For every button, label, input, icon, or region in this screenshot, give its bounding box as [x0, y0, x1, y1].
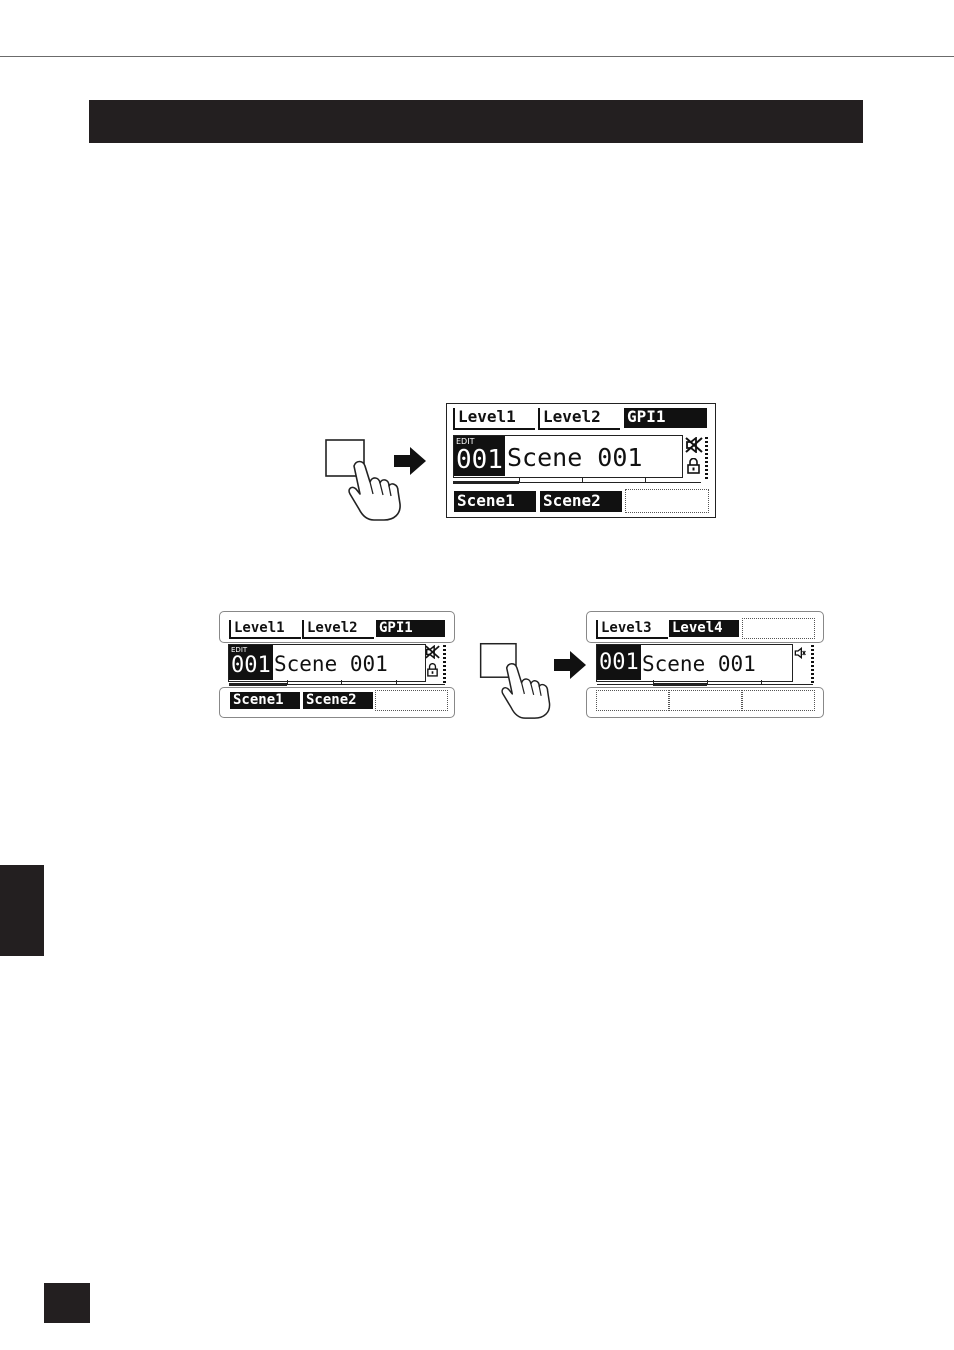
mute-icon	[685, 437, 703, 453]
scene-name: Scene 001	[507, 443, 643, 472]
highlight-top-row	[586, 611, 824, 643]
chapter-side-tab	[0, 865, 44, 956]
button-label: Scene2	[306, 692, 357, 708]
tab-label: Level4	[672, 620, 723, 636]
tab-level2: Level2	[302, 620, 374, 639]
button-empty	[596, 690, 669, 711]
lcd-screen-after: Level3 Level4 001 Scene 001	[586, 611, 826, 719]
lock-icon	[687, 458, 700, 474]
scene-number-block: EDIT 001	[454, 436, 505, 476]
button-scene2: Scene2	[540, 491, 622, 512]
lock-icon	[427, 663, 438, 677]
scene-number: 001	[599, 650, 639, 675]
scene-number-block: 001	[597, 645, 641, 680]
scroll-rule	[229, 684, 445, 685]
tick	[341, 680, 342, 685]
highlight-bottom-row	[219, 687, 455, 718]
tab-level1: Level1	[453, 408, 535, 430]
tab-label: Level3	[601, 620, 652, 636]
scene-name: Scene 001	[642, 652, 756, 676]
section-header-bar	[89, 100, 863, 143]
button-empty	[375, 690, 448, 711]
scroll-position	[653, 683, 707, 686]
tab-label: Level2	[543, 407, 601, 426]
mute-icon	[425, 645, 440, 659]
highlight-bottom-row	[586, 687, 824, 718]
button-scene1: Scene1	[230, 692, 300, 709]
button-scene1: Scene1	[454, 491, 536, 512]
level-meter	[443, 645, 446, 683]
tab-label: GPI1	[627, 407, 666, 426]
tab-gpi1: GPI1	[624, 408, 707, 428]
level-meter	[811, 645, 814, 683]
tick	[761, 680, 762, 685]
tick	[519, 478, 520, 483]
edit-tag: EDIT	[231, 646, 248, 654]
scene-number: 001	[231, 653, 271, 678]
tick	[287, 680, 288, 685]
tab-label: Level1	[234, 620, 285, 636]
hand-press-icon	[325, 439, 401, 521]
tick	[582, 478, 583, 483]
tab-level2: Level2	[538, 408, 620, 430]
lcd-screen-before: Level1 Level2 GPI1 EDIT 001 Scene 001 Sc…	[219, 611, 457, 719]
tick	[707, 680, 708, 685]
tick	[653, 680, 654, 685]
button-empty	[742, 690, 815, 711]
scroll-position	[229, 683, 287, 686]
button-label: Scene1	[233, 692, 284, 708]
speaker-icon	[794, 647, 806, 659]
tab-empty	[742, 618, 815, 639]
button-empty	[625, 489, 709, 513]
scene-name: Scene 001	[274, 652, 388, 676]
lcd-screen-1: Level1 Level2 GPI1 EDIT 001 Scene 001 Sc…	[446, 403, 716, 518]
highlight-top-row	[219, 611, 455, 643]
button-label: Scene2	[543, 491, 601, 510]
scene-number-block: EDIT 001	[229, 645, 273, 680]
tick	[645, 478, 646, 483]
tab-level3: Level3	[596, 620, 668, 639]
scene-number: 001	[456, 445, 503, 475]
arrow-right-icon	[554, 651, 586, 679]
tab-label: GPI1	[379, 620, 413, 636]
tick	[396, 680, 397, 685]
level-meter	[705, 437, 708, 481]
tab-gpi1: GPI1	[376, 620, 445, 637]
tab-level4: Level4	[669, 620, 739, 637]
scroll-rule	[453, 482, 701, 483]
button-empty	[669, 690, 742, 711]
scroll-position	[453, 481, 519, 484]
tab-level1: Level1	[229, 620, 301, 639]
page-number-box	[44, 1283, 90, 1323]
button-scene2: Scene2	[303, 692, 373, 709]
hand-press-icon	[479, 642, 551, 719]
edit-tag: EDIT	[456, 437, 475, 446]
tab-label: Level1	[458, 407, 516, 426]
tab-label: Level2	[307, 620, 358, 636]
button-label: Scene1	[457, 491, 515, 510]
arrow-right-icon	[394, 447, 426, 475]
top-rule	[0, 56, 954, 57]
